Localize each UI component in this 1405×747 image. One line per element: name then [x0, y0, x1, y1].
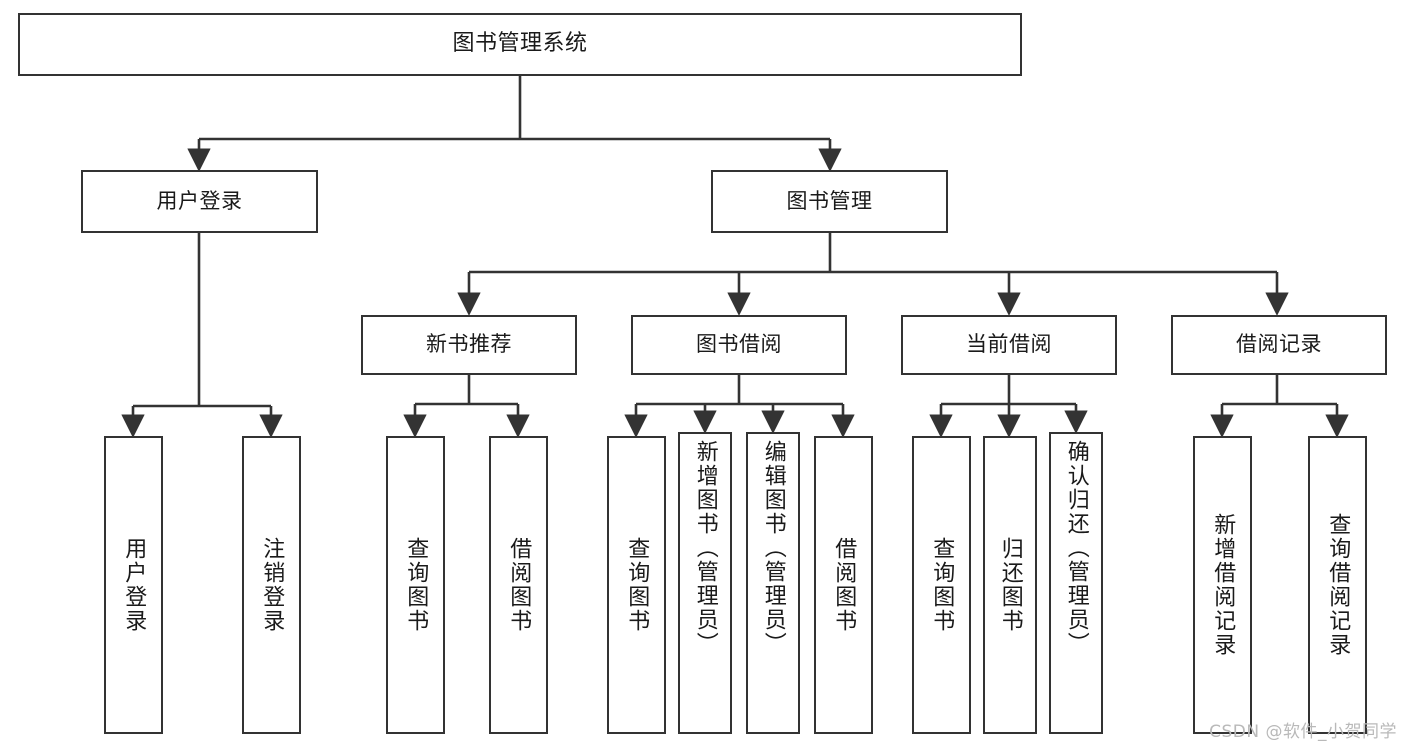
leaf-user-login[interactable]: 用户登录 — [104, 436, 163, 734]
leaf-current-query-book[interactable]: 查询图书 — [912, 436, 971, 734]
node-label: 查询图书 — [403, 537, 429, 633]
node-label: 图书管理系统 — [452, 31, 588, 57]
leaf-new-book-borrow-book[interactable]: 借阅图书 — [489, 436, 548, 734]
node-label: 图书借阅 — [696, 332, 782, 357]
node-label: 新增借阅记录 — [1210, 513, 1236, 657]
leaf-record-query-borrow-record[interactable]: 查询借阅记录 — [1308, 436, 1367, 734]
node-new-book-recommendation[interactable]: 新书推荐 — [361, 315, 577, 375]
leaf-borrow-add-book-admin[interactable]: 新增图书（管理员） — [678, 432, 732, 734]
node-label: 查询图书 — [624, 537, 650, 633]
node-label: 借阅图书 — [831, 537, 857, 633]
node-book-management[interactable]: 图书管理 — [711, 170, 948, 233]
leaf-borrow-query-book[interactable]: 查询图书 — [607, 436, 666, 734]
leaf-record-add-borrow-record[interactable]: 新增借阅记录 — [1193, 436, 1252, 734]
csdn-watermark: CSDN @软件_小贺同学 — [1209, 722, 1397, 742]
node-label: 借阅图书 — [506, 537, 532, 633]
node-label: 用户登录 — [121, 537, 147, 633]
leaf-current-confirm-return-admin[interactable]: 确认归还（管理员） — [1049, 432, 1103, 734]
node-label: 编辑图书（管理员） — [760, 440, 786, 656]
node-book-borrowing[interactable]: 图书借阅 — [631, 315, 847, 375]
node-current-borrowing[interactable]: 当前借阅 — [901, 315, 1117, 375]
node-label: 新书推荐 — [426, 332, 512, 357]
node-root-book-management-system[interactable]: 图书管理系统 — [18, 13, 1022, 76]
node-label: 当前借阅 — [966, 332, 1052, 357]
node-user-login[interactable]: 用户登录 — [81, 170, 318, 233]
node-label: 图书管理 — [786, 188, 873, 213]
node-label: 用户登录 — [156, 188, 243, 213]
leaf-current-return-book[interactable]: 归还图书 — [983, 436, 1037, 734]
node-label: 注销登录 — [259, 537, 285, 633]
node-borrowing-records[interactable]: 借阅记录 — [1171, 315, 1387, 375]
node-label: 借阅记录 — [1236, 332, 1322, 357]
node-label: 确认归还（管理员） — [1063, 440, 1089, 656]
node-label: 归还图书 — [997, 537, 1023, 633]
leaf-logout[interactable]: 注销登录 — [242, 436, 301, 734]
node-label: 查询图书 — [929, 537, 955, 633]
node-label: 查询借阅记录 — [1325, 513, 1351, 657]
leaf-new-book-query-book[interactable]: 查询图书 — [386, 436, 445, 734]
leaf-borrow-edit-book-admin[interactable]: 编辑图书（管理员） — [746, 432, 800, 734]
leaf-borrow-borrow-book[interactable]: 借阅图书 — [814, 436, 873, 734]
node-label: 新增图书（管理员） — [692, 440, 718, 656]
